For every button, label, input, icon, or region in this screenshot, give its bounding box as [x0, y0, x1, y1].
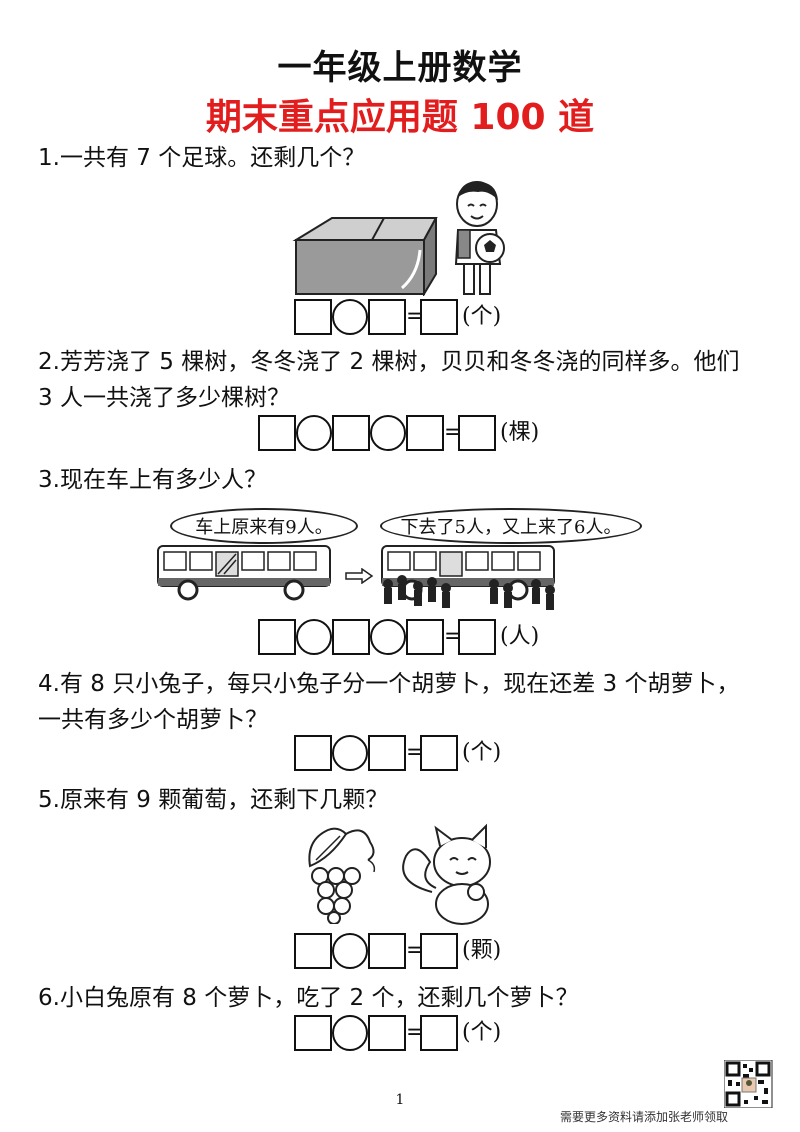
result-box[interactable]: [420, 933, 458, 969]
equation-1: = (个): [294, 298, 501, 336]
answer-box[interactable]: [258, 415, 296, 451]
unit-label: (颗): [462, 938, 502, 963]
footer-note: 需要更多资料请添加张老师领取: [560, 1110, 729, 1124]
result-box[interactable]: [420, 735, 458, 771]
equation-3: = (人): [258, 618, 539, 656]
answer-box[interactable]: [406, 415, 444, 451]
squirrel-icon: [402, 823, 491, 925]
equals-sign: =: [406, 1020, 425, 1045]
operator-circle[interactable]: [370, 619, 406, 655]
question-4: 4.有 8 只小兔子，每只小兔子分一个胡萝卜，现在还差 3 个胡萝卜，: [38, 671, 740, 697]
equals-sign: =: [444, 420, 463, 445]
answer-box[interactable]: [368, 933, 406, 969]
result-box[interactable]: [420, 299, 458, 335]
operator-circle[interactable]: [332, 933, 368, 969]
answer-box[interactable]: [332, 415, 370, 451]
box-icon: [292, 217, 438, 296]
question-1: 1.一共有 7 个足球。还剩几个？: [38, 145, 366, 171]
result-box[interactable]: [420, 1015, 458, 1051]
boy-with-football-icon: [454, 181, 505, 295]
answer-box[interactable]: [332, 619, 370, 655]
speech-bubble-left: 车上原来有9人。: [170, 508, 358, 544]
answer-box[interactable]: [406, 619, 444, 655]
question-2: 2.芳芳浇了 5 棵树，冬冬浇了 2 棵树，贝贝和冬冬浇的同样多。他们: [38, 349, 740, 375]
answer-box[interactable]: [368, 735, 406, 771]
grapes-icon: [308, 827, 376, 924]
question-6: 6.小白兔原有 8 个萝卜，吃了 2 个，还剩几个萝卜？: [38, 985, 579, 1011]
operator-circle[interactable]: [332, 735, 368, 771]
unit-label: (个): [462, 1020, 502, 1045]
answer-box[interactable]: [294, 1015, 332, 1051]
unit-label: (棵): [500, 420, 540, 445]
answer-box[interactable]: [258, 619, 296, 655]
question-4-continued: 一共有多少个胡萝卜？: [38, 707, 268, 733]
bus-icon: [157, 545, 331, 601]
equation-2: = (棵): [258, 414, 539, 452]
equals-sign: =: [444, 624, 463, 649]
result-box[interactable]: [458, 619, 496, 655]
question-5: 5.原来有 9 颗葡萄，还剩下几颗？: [38, 787, 389, 813]
page-title: 一年级上册数学: [277, 48, 523, 88]
answer-box[interactable]: [368, 299, 406, 335]
operator-circle[interactable]: [332, 1015, 368, 1051]
qr-code-icon: [724, 1060, 773, 1108]
speech-bubble-right: 下去了5人，又上来了6人。: [380, 508, 642, 544]
equation-6: = (个): [294, 1014, 501, 1052]
arrow-right-icon: [345, 568, 374, 584]
unit-label: (个): [462, 304, 502, 329]
page-number: 1: [395, 1092, 405, 1108]
result-box[interactable]: [458, 415, 496, 451]
question-2-continued: 3 人一共浇了多少棵树？: [38, 385, 290, 411]
equals-sign: =: [406, 740, 425, 765]
unit-label: (人): [500, 624, 540, 649]
equals-sign: =: [406, 938, 425, 963]
question-3: 3.现在车上有多少人？: [38, 467, 267, 493]
operator-circle[interactable]: [370, 415, 406, 451]
answer-box[interactable]: [294, 299, 332, 335]
equation-4: = (个): [294, 734, 501, 772]
operator-circle[interactable]: [296, 415, 332, 451]
equals-sign: =: [406, 304, 425, 329]
answer-box[interactable]: [294, 933, 332, 969]
equation-5: = (颗): [294, 932, 501, 970]
answer-box[interactable]: [294, 735, 332, 771]
page-subtitle: 期末重点应用题 100 道: [205, 97, 595, 138]
answer-box[interactable]: [368, 1015, 406, 1051]
bus-icon: [381, 545, 555, 610]
operator-circle[interactable]: [332, 299, 368, 335]
operator-circle[interactable]: [296, 619, 332, 655]
unit-label: (个): [462, 740, 502, 765]
